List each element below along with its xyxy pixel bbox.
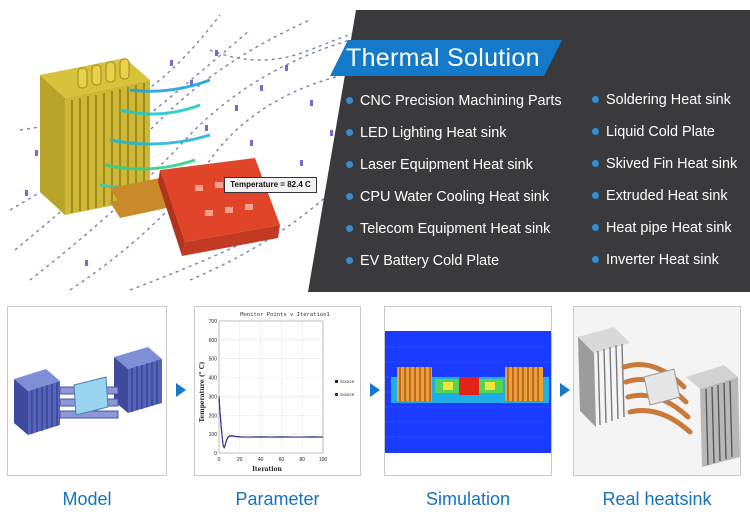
y-tick-label: 0 bbox=[214, 451, 217, 457]
title-band bbox=[330, 40, 562, 76]
series-line bbox=[218, 398, 324, 449]
legend-entry: Source bbox=[340, 392, 355, 397]
legend-entry: Source bbox=[340, 379, 355, 384]
y-tick-label: 200 bbox=[209, 413, 218, 419]
monitor-chart-svg: Monitor Points v Iteration1 Temperature … bbox=[199, 312, 355, 473]
y-tick-label: 700 bbox=[209, 319, 218, 325]
list-item: Skived Fin Heat sink bbox=[592, 148, 737, 180]
bullet-icon bbox=[592, 128, 599, 135]
x-tick-label: 20 bbox=[237, 457, 243, 463]
page-title: Thermal Solution bbox=[346, 44, 540, 72]
x-tick-label: 60 bbox=[279, 457, 285, 463]
chart-title: Monitor Points v Iteration1 bbox=[240, 312, 329, 318]
list-item: Soldering Heat sink bbox=[592, 84, 737, 116]
list-item: CPU Water Cooling Heat sink bbox=[346, 181, 562, 213]
bullet-icon bbox=[592, 96, 599, 103]
list-item: Extruded Heat sink bbox=[592, 180, 737, 212]
model-image bbox=[7, 306, 167, 476]
y-tick-label: 600 bbox=[209, 338, 218, 344]
bullet-icon bbox=[346, 257, 353, 264]
bullet-icon bbox=[592, 224, 599, 231]
left-solution-list: CNC Precision Machining Parts LED Lighti… bbox=[346, 85, 562, 277]
parameter-chart: Monitor Points v Iteration1 Temperature … bbox=[194, 306, 361, 476]
plot-frame bbox=[218, 320, 324, 454]
list-item: LED Lighting Heat sink bbox=[346, 117, 562, 149]
chart-xlabel: Iteration bbox=[252, 466, 282, 473]
thermal-simulation-image: Temperature = 82.4 C bbox=[10, 10, 365, 292]
y-tick-label: 500 bbox=[209, 357, 218, 363]
bullet-icon bbox=[346, 97, 353, 104]
y-tick-label: 400 bbox=[209, 376, 218, 382]
arrow-icon bbox=[370, 383, 380, 397]
step-caption-real-heatsink: Real heatsink bbox=[602, 489, 712, 509]
bullet-icon bbox=[592, 256, 599, 263]
real-heatsink-photo bbox=[573, 306, 741, 476]
x-tick-label: 40 bbox=[258, 457, 264, 463]
chart-legend: Source Source bbox=[335, 379, 355, 397]
list-item: Telecom Equipment Heat sink bbox=[346, 213, 562, 245]
bullet-icon bbox=[346, 161, 353, 168]
bullet-icon bbox=[346, 193, 353, 200]
bullet-icon bbox=[346, 225, 353, 232]
step-caption-model: Model bbox=[62, 489, 112, 509]
legend-swatch bbox=[335, 393, 338, 396]
x-tick-label: 100 bbox=[319, 457, 328, 463]
bullet-icon bbox=[592, 160, 599, 167]
legend-swatch bbox=[335, 380, 338, 383]
list-item: Laser Equipment Heat sink bbox=[346, 149, 562, 181]
chart-ylabel: Temperature (° C) bbox=[199, 361, 206, 422]
list-item: EV Battery Cold Plate bbox=[346, 245, 562, 277]
arrow-icon bbox=[560, 383, 570, 397]
temperature-label: Temperature = 82.4 C bbox=[224, 177, 317, 193]
list-item: CNC Precision Machining Parts bbox=[346, 85, 562, 117]
list-item: Heat pipe Heat sink bbox=[592, 212, 737, 244]
x-tick-label: 0 bbox=[218, 457, 221, 463]
step-caption-simulation: Simulation bbox=[425, 489, 511, 509]
list-item: Liquid Cold Plate bbox=[592, 116, 737, 148]
step-caption-parameter: Parameter bbox=[235, 489, 320, 509]
right-solution-list: Soldering Heat sink Liquid Cold Plate Sk… bbox=[592, 84, 737, 276]
y-tick-label: 300 bbox=[209, 394, 218, 400]
list-item: Inverter Heat sink bbox=[592, 244, 737, 276]
simulation-image bbox=[384, 306, 552, 476]
bullet-icon bbox=[592, 192, 599, 199]
arrow-icon bbox=[176, 383, 186, 397]
top-banner: Temperature = 82.4 C Thermal Solution CN… bbox=[10, 10, 750, 292]
bullet-icon bbox=[346, 129, 353, 136]
x-tick-label: 80 bbox=[299, 457, 305, 463]
y-tick-label: 100 bbox=[209, 432, 218, 438]
series-line bbox=[218, 396, 324, 449]
